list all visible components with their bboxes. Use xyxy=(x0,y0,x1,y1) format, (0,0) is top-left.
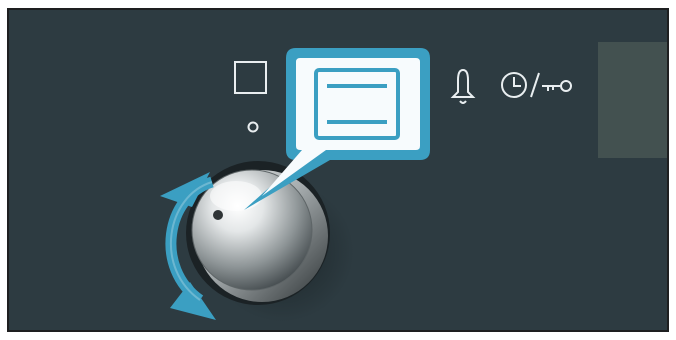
empty-square-icon xyxy=(235,62,266,93)
top-bottom-heat-icon xyxy=(316,70,398,138)
clock-key-icon xyxy=(502,73,571,97)
bell-icon xyxy=(453,70,473,103)
knob-marker xyxy=(213,210,223,220)
indicator-dot xyxy=(249,123,258,132)
mode-callout xyxy=(244,48,430,210)
knob-highlight xyxy=(210,181,262,211)
